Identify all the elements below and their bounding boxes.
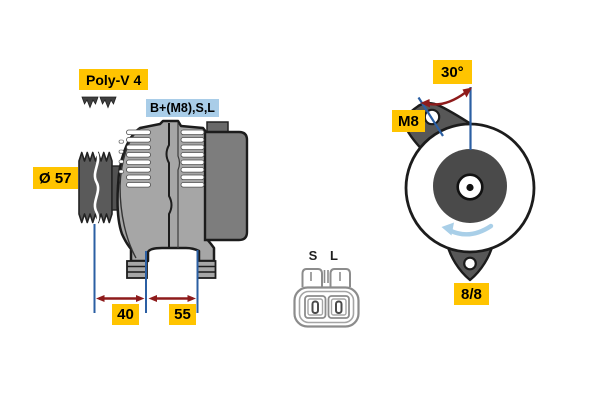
angle-label: 30° <box>433 60 472 84</box>
clock-position-label: 8/8 <box>454 283 489 305</box>
mount-feet <box>126 260 217 279</box>
connector-pins <box>304 295 350 319</box>
connector-tabs <box>301 268 351 287</box>
pulley <box>78 151 124 224</box>
dimension-lines <box>93 224 199 313</box>
plug-connector <box>293 268 360 328</box>
pin-l-label: L <box>330 247 338 263</box>
dim-40-label: 40 <box>112 304 139 325</box>
angle-arc <box>420 87 472 108</box>
lug-hole-bottom <box>463 256 477 271</box>
pulley-hub <box>456 173 484 201</box>
connector-housing-outer <box>293 286 360 328</box>
rotation-arrow <box>441 222 494 237</box>
belt-type-label: Poly-V 4 <box>79 69 149 90</box>
dimension-arrows <box>96 295 196 302</box>
dim-55-label: 55 <box>169 304 196 325</box>
side-view <box>78 96 249 313</box>
pin-s-label: S <box>308 247 318 263</box>
terminals-label: B+(M8),S,L <box>146 99 219 117</box>
connector-housing-inner <box>298 290 355 324</box>
vent-slots <box>118 129 205 188</box>
side-view-body <box>116 119 249 279</box>
pulley-diameter-label: Ø 57 <box>33 167 78 189</box>
rear-cover <box>203 130 249 242</box>
thread-size-label: M8 <box>392 110 425 132</box>
belt-profile-icon <box>81 96 117 109</box>
pulley-break-line <box>93 151 100 224</box>
